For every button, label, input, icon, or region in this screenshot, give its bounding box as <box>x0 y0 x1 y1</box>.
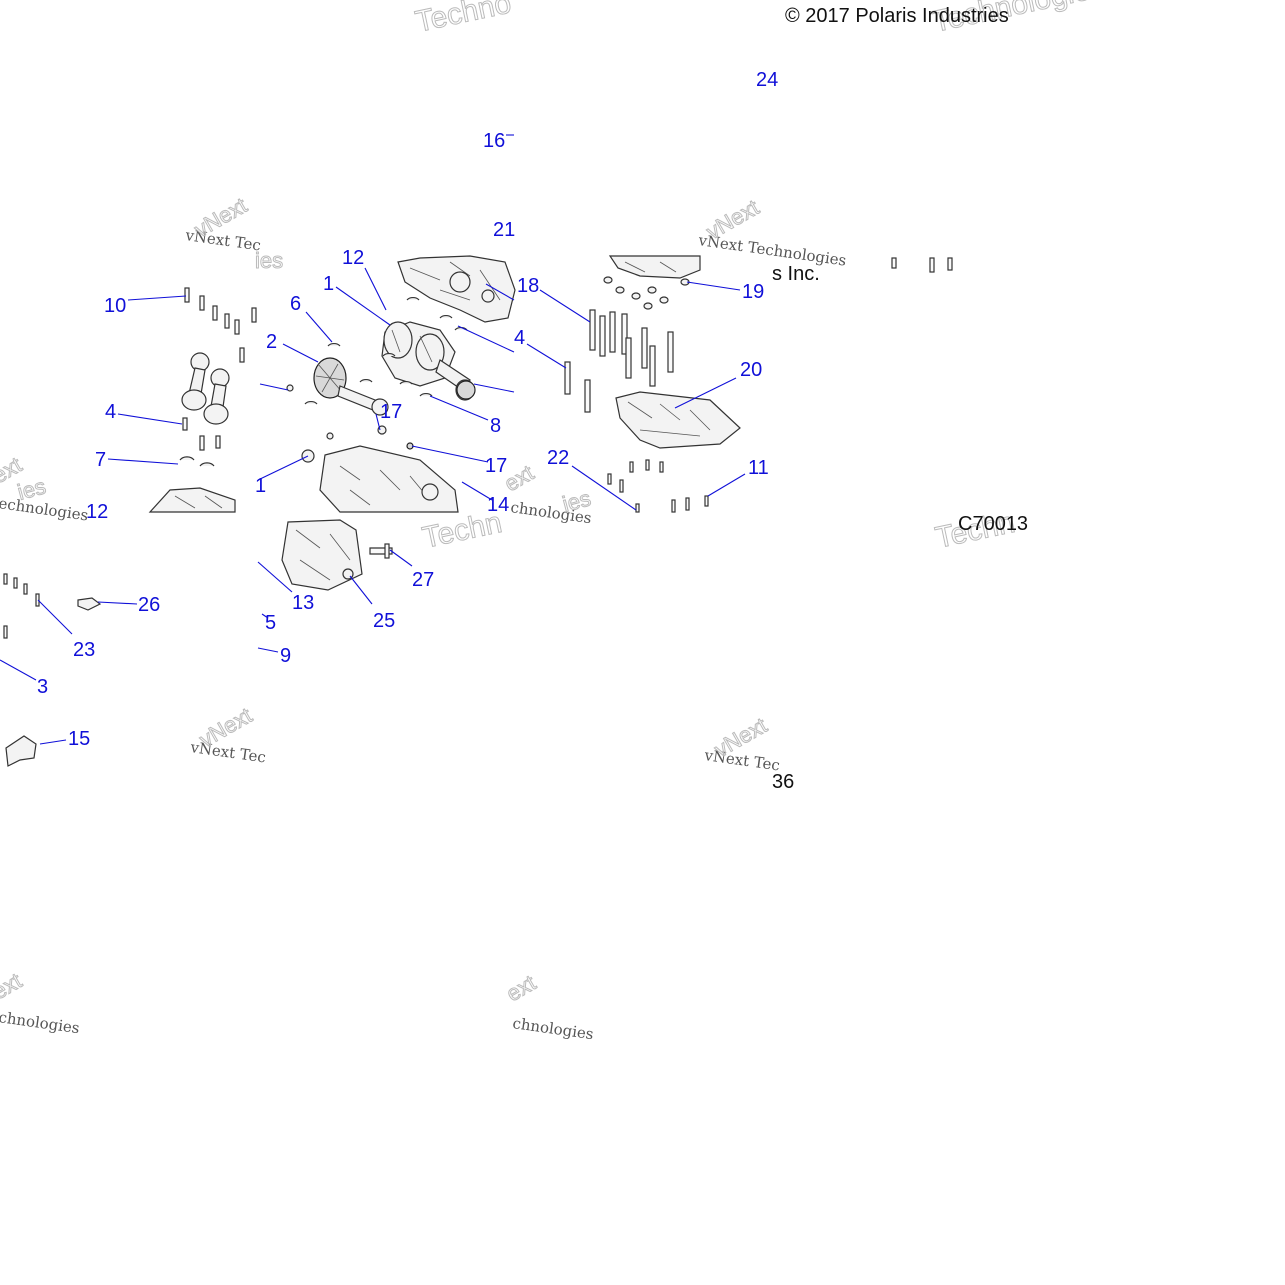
lower-crankcase <box>319 445 459 513</box>
bearing-shells <box>179 297 468 467</box>
callout-10: 10 <box>104 295 126 317</box>
callout-18: 18 <box>517 275 539 297</box>
callout-26: 26 <box>138 594 160 616</box>
copyright-notice: © 2017 Polaris Industries <box>785 5 1009 27</box>
balance-shaft <box>313 357 389 416</box>
callout-13: 13 <box>292 592 314 614</box>
callout-6: 6 <box>290 293 301 315</box>
callout-24: 24 <box>756 69 778 91</box>
callout-2: 2 <box>266 331 277 353</box>
callout-25: 25 <box>373 610 395 632</box>
head-bolts <box>564 309 674 413</box>
callout-12: 12 <box>342 247 364 269</box>
callout-9: 9 <box>280 645 291 667</box>
upper-right-case <box>608 255 953 279</box>
bracket <box>5 735 37 767</box>
lower-left-bolts <box>3 573 40 639</box>
callout-19: 19 <box>742 281 764 303</box>
plug <box>286 384 294 392</box>
pan-bolts <box>607 459 709 513</box>
watermark-text: ies <box>255 248 283 273</box>
callout-14: 14 <box>487 494 509 516</box>
callout-labels: 1 2 3 4 4 5 6 7 8 9 10 11 1 12 12 13 14 … <box>37 69 778 750</box>
watermark-text: chnologies <box>511 1014 594 1043</box>
watermark-text: vNext Tec <box>188 738 267 767</box>
watermark-text: ext <box>0 968 26 1004</box>
watermark-text: ext <box>502 970 540 1006</box>
callout-23: 23 <box>73 639 95 661</box>
callout-22: 22 <box>547 447 569 469</box>
callout-7: 7 <box>95 449 106 471</box>
callout-11: 11 <box>748 457 769 479</box>
watermark-text: chnologies <box>0 1008 81 1037</box>
oil-seal <box>456 380 476 400</box>
callout-4: 4 <box>514 327 525 349</box>
lower-left-case <box>148 487 236 513</box>
callout-8: 8 <box>490 415 501 437</box>
hose-clip <box>77 597 102 611</box>
callout-4: 4 <box>105 401 116 423</box>
oil-pan <box>615 391 741 449</box>
watermark-layer: Techno Technologies vNext Tec vNext ies … <box>0 0 1108 1043</box>
callout-12: 12 <box>86 501 108 523</box>
callout-17: 17 <box>485 455 507 477</box>
upper-crankcase <box>397 255 516 323</box>
callout-3: 3 <box>37 676 48 698</box>
leader-lines <box>0 134 746 745</box>
flange-bolt <box>369 543 393 559</box>
callout-15: 15 <box>68 728 90 750</box>
callout-27: 27 <box>412 569 434 591</box>
callout-11: 1 <box>255 475 266 497</box>
callout-16: 16 <box>483 130 505 152</box>
connecting-rods <box>181 352 230 425</box>
callout-1: 1 <box>323 273 334 295</box>
callout-17: 17 <box>380 401 402 423</box>
watermark-text: echnologies <box>0 494 90 524</box>
watermark-text: Techno <box>413 0 514 39</box>
diagram-code: C70013 <box>958 513 1028 535</box>
diagram-code-fragment: 36 <box>772 771 794 793</box>
rod-bolts <box>182 287 257 451</box>
dowel <box>326 432 334 440</box>
washers <box>603 276 690 310</box>
company-fragment: s Inc. <box>772 263 820 285</box>
callout-5: 5 <box>265 612 276 634</box>
callout-21: 21 <box>493 219 515 241</box>
oil-pump-housing <box>281 519 363 591</box>
callout-20: 20 <box>740 359 762 381</box>
